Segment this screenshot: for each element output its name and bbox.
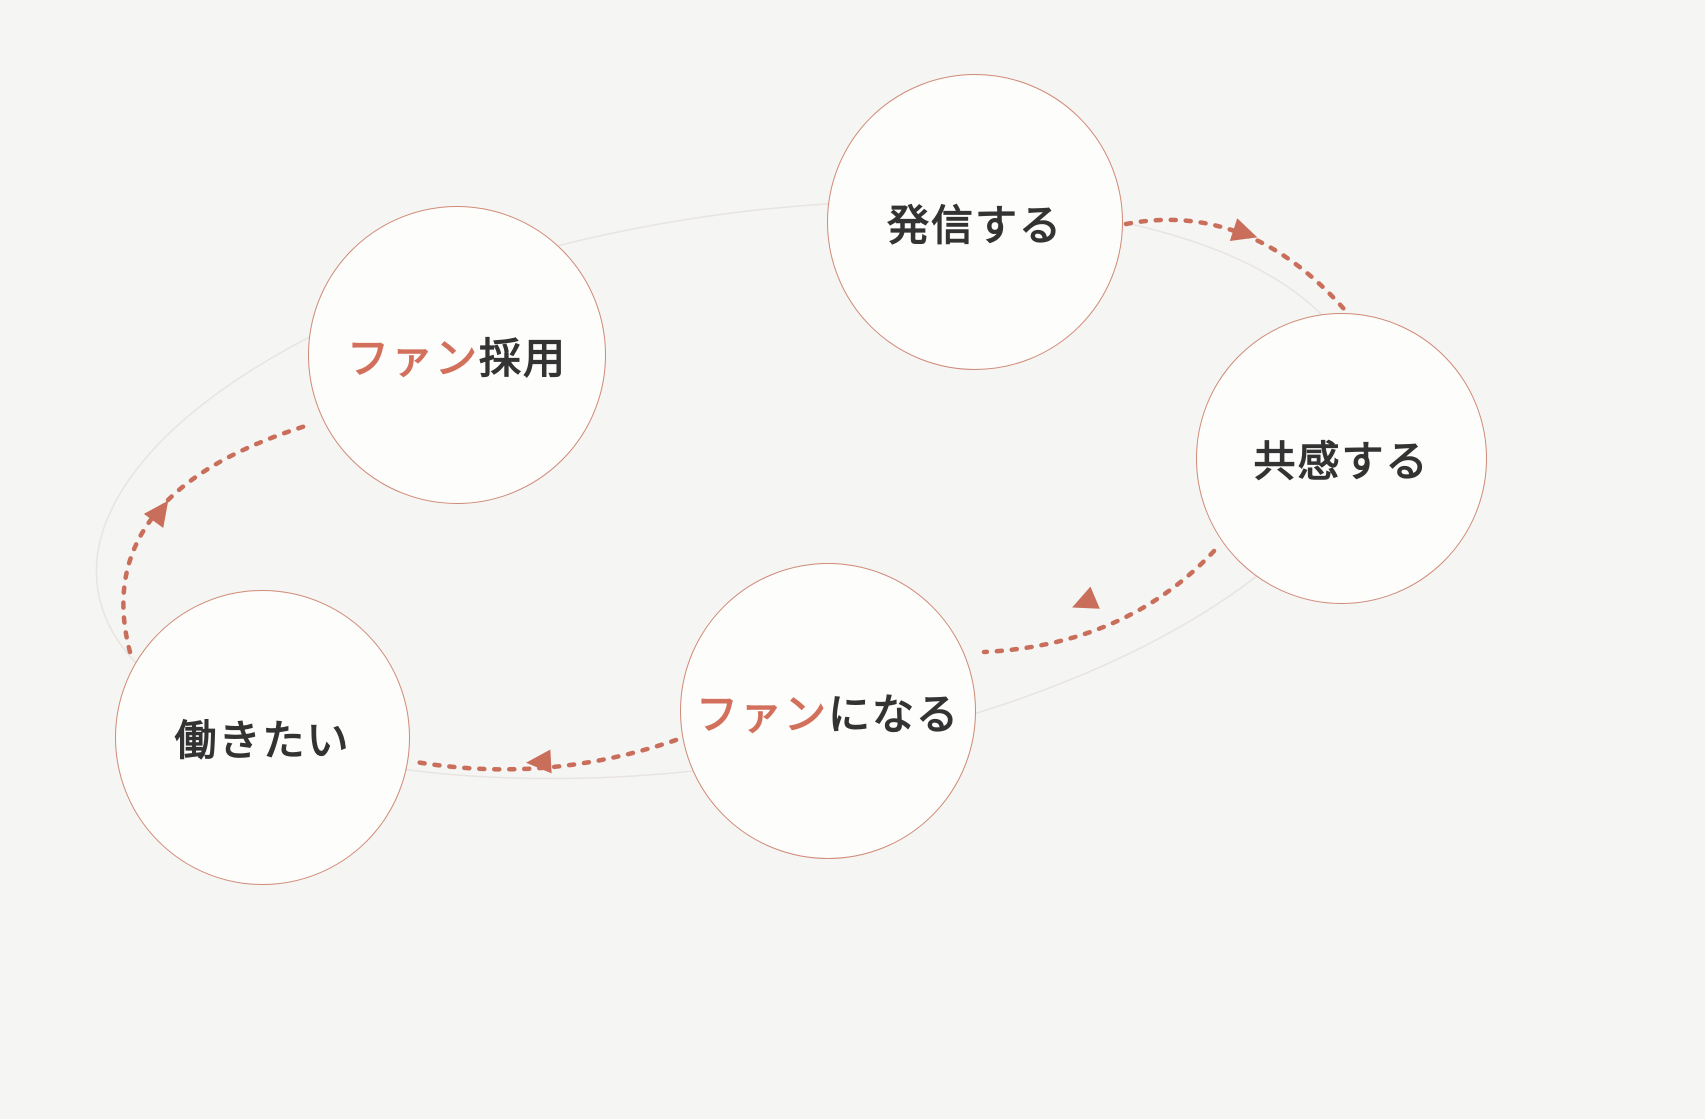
arc-broadcast-to-empathize xyxy=(1123,217,1353,319)
arrow-icon xyxy=(526,749,552,774)
node-label-text: 採用 xyxy=(479,334,568,382)
node-label: ファン採用 xyxy=(347,325,567,386)
cycle-node-broadcast: 発信する xyxy=(827,74,1123,370)
arc-become-fan-to-want-to-work xyxy=(413,737,679,772)
node-label-text: 共感する xyxy=(1253,438,1430,485)
cycle-node-empathize: 共感する xyxy=(1196,313,1487,604)
arrow-icon xyxy=(1229,218,1258,242)
arrow-icon xyxy=(143,500,169,528)
node-label-text: 働きたい xyxy=(174,717,351,764)
node-label-accent: ファン xyxy=(346,334,479,382)
node-label: 発信する xyxy=(887,192,1063,253)
arrow-icon xyxy=(1072,586,1100,609)
node-label: ファンになる xyxy=(696,681,960,742)
node-label-text: になる xyxy=(828,690,961,738)
node-label-accent: ファン xyxy=(695,690,828,738)
cycle-node-become-fan: ファンになる xyxy=(680,563,976,859)
node-label-text: 発信する xyxy=(886,201,1063,249)
arc-empathize-to-become-fan xyxy=(981,548,1217,655)
cycle-node-fan-hiring: ファン採用 xyxy=(308,206,606,504)
node-label: 働きたい xyxy=(174,707,350,768)
node-label: 共感する xyxy=(1253,428,1429,489)
cycle-node-want-to-work: 働きたい xyxy=(115,590,410,885)
